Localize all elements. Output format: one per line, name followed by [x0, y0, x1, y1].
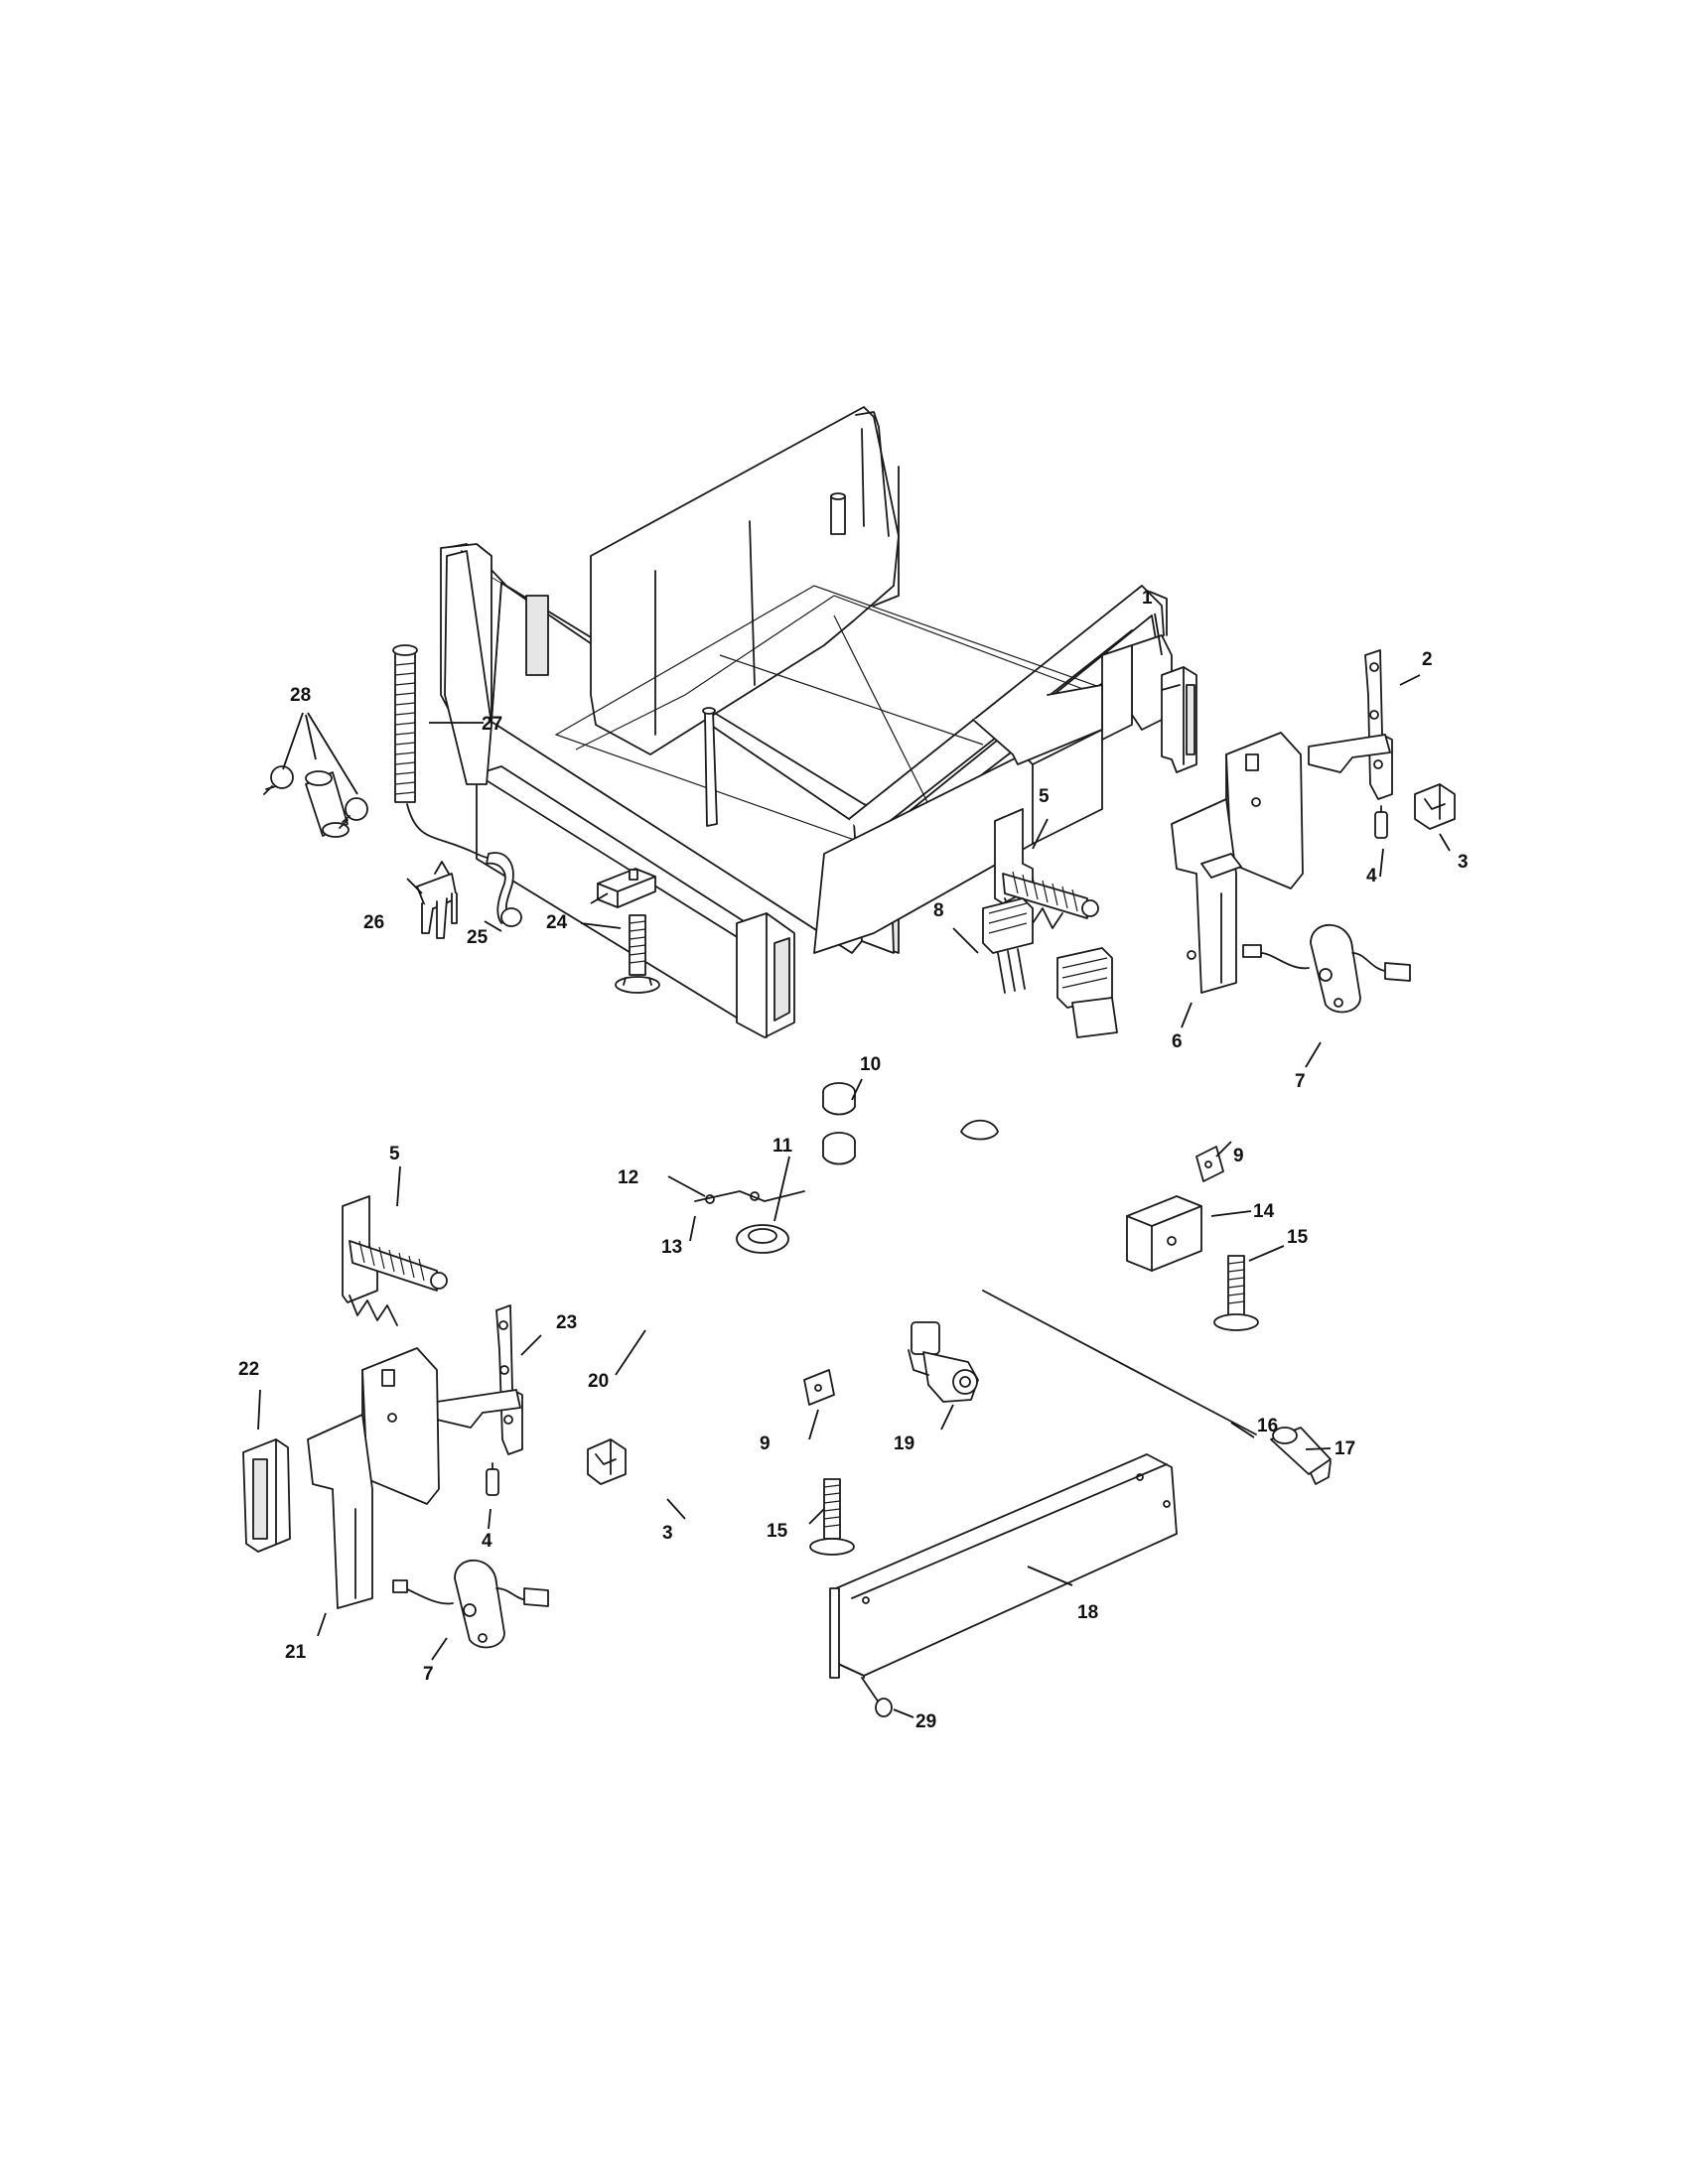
callout-11: 11 [772, 1136, 793, 1157]
callout-23: 23 [556, 1312, 577, 1333]
grommet-part [822, 1082, 856, 1165]
callout-21: 21 [285, 1642, 307, 1663]
door-switch-assembly-part-lower [392, 1559, 549, 1649]
callout-26: 26 [363, 912, 384, 933]
door-switch-assembly-part-upper [1242, 923, 1411, 1014]
wiring-harness-part [982, 897, 1118, 1038]
corrugated-drain-hose-part [392, 644, 522, 927]
bracket-part-lower [803, 1369, 835, 1406]
callout-1: 1 [1142, 588, 1153, 609]
callout-4-lower: 4 [482, 1531, 492, 1552]
callout-24: 24 [546, 912, 568, 933]
callout-9-upper: 9 [1233, 1146, 1244, 1166]
callout-20: 20 [588, 1371, 609, 1392]
callout-5-lower: 5 [389, 1144, 400, 1164]
knob-part [1270, 1427, 1332, 1485]
door-spring-bracket-part-upper [994, 808, 1099, 929]
leader-lines [257, 613, 1451, 1718]
callout-6: 6 [1172, 1031, 1183, 1052]
hinge-plate-part [1171, 732, 1304, 994]
callout-12: 12 [618, 1167, 638, 1188]
callout-15-upper: 15 [1287, 1227, 1309, 1248]
float-part [736, 1224, 789, 1254]
hinge-arm-part-right [1308, 649, 1393, 800]
latch-cover-part [242, 1438, 291, 1553]
callout-5-upper: 5 [1039, 786, 1050, 807]
callout-25: 25 [467, 927, 489, 948]
callout-19: 19 [894, 1433, 914, 1454]
callout-9-lower: 9 [760, 1433, 771, 1454]
hinge-plate-part-left [307, 1347, 440, 1609]
door-spring-bracket-part-lower [342, 1195, 448, 1326]
callout-15-lower: 15 [767, 1521, 788, 1542]
hose-coupling-with-clamps-part [263, 765, 368, 838]
leveling-foot-part-lower [809, 1478, 855, 1556]
callout-29: 29 [915, 1711, 936, 1732]
callout-13: 13 [661, 1237, 682, 1258]
screw-part [861, 1677, 893, 1717]
callout-3-lower: 3 [662, 1523, 673, 1544]
callout-18: 18 [1077, 1602, 1098, 1623]
callout-4-upper: 4 [1366, 866, 1377, 887]
callout-17: 17 [1334, 1438, 1355, 1459]
kick-plate-part [829, 1453, 1178, 1679]
clip-part [416, 861, 458, 939]
callout-10: 10 [860, 1054, 881, 1075]
callout-27: 27 [482, 714, 502, 735]
callout-2: 2 [1422, 649, 1433, 670]
clip-part-lower [587, 1438, 627, 1485]
micro-switch-part-upper [1374, 805, 1388, 839]
callout-3-upper: 3 [1458, 852, 1469, 873]
ring-part [960, 1119, 999, 1141]
box-bracket-part [1126, 1195, 1202, 1272]
callout-16: 16 [1257, 1416, 1278, 1436]
callout-8: 8 [933, 900, 944, 921]
leveling-foot-part-upper [1213, 1255, 1259, 1331]
water-valve-part [908, 1321, 979, 1403]
rod-part [982, 1290, 1257, 1435]
bracket-part-upper [1195, 1146, 1224, 1182]
callout-14: 14 [1253, 1201, 1275, 1222]
hinge-arm-part-left [436, 1304, 523, 1455]
wire-part [694, 1190, 805, 1204]
callout-22: 22 [238, 1359, 259, 1380]
micro-switch-part-lower [486, 1462, 499, 1496]
callout-7-upper: 7 [1295, 1071, 1306, 1092]
callout-labels: 1 2 3 3 4 4 5 5 6 7 7 8 9 9 10 11 12 13 … [238, 588, 1469, 1732]
small-bracket-part [1161, 666, 1197, 773]
callout-28: 28 [290, 685, 311, 706]
clip-part-upper [1414, 783, 1456, 830]
base-frame-part [440, 406, 1173, 1038]
callout-7-lower: 7 [423, 1664, 434, 1685]
